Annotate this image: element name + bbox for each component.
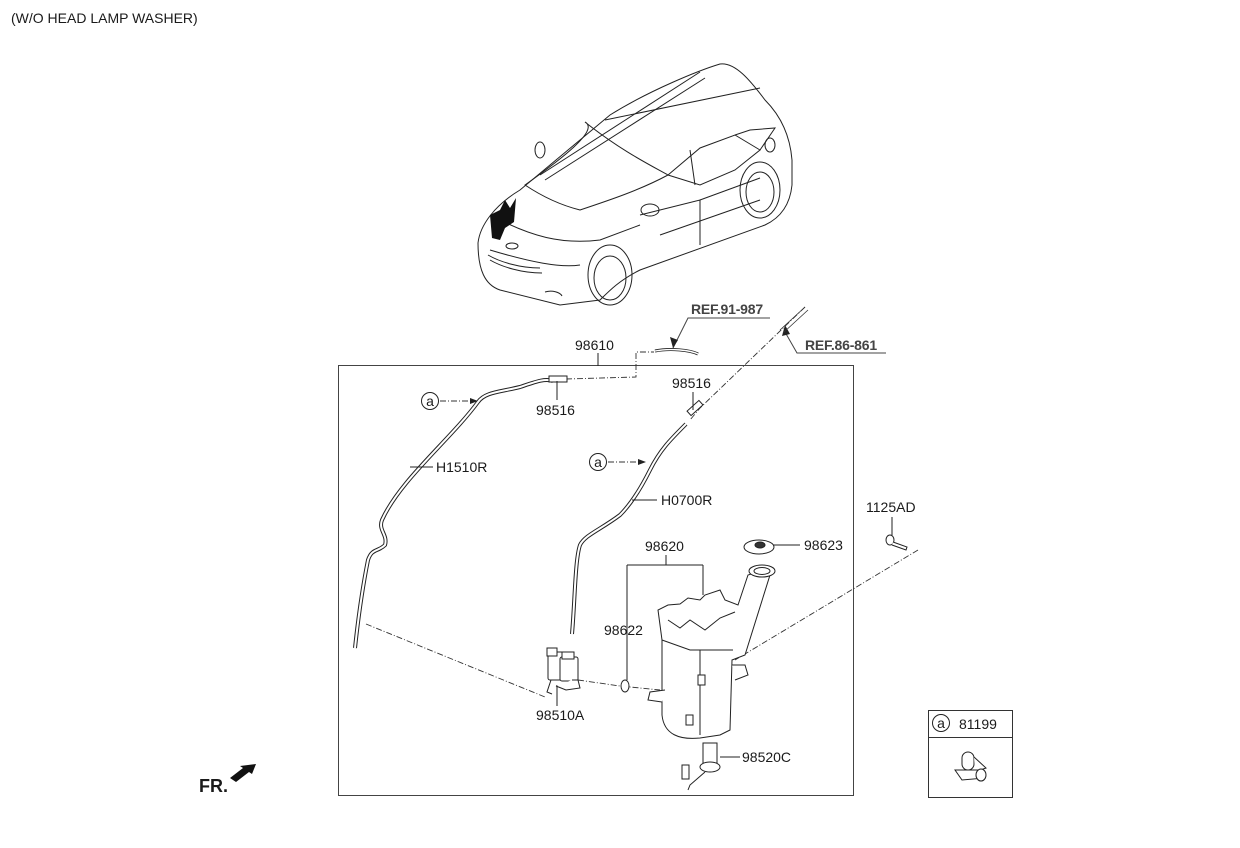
hose-route-98610 [565, 351, 654, 380]
hose-route-pump-left [365, 623, 546, 698]
part-label-98510a[interactable]: 98510A [536, 707, 585, 723]
callout-a-right[interactable]: a [589, 453, 607, 471]
part-label-h1510r[interactable]: H1510R [436, 459, 488, 475]
part-label-98610[interactable]: 98610 [575, 337, 614, 353]
washer-pump-drawing [546, 647, 581, 695]
vehicle-reservoir-highlight [490, 198, 516, 240]
clip-icon [954, 751, 987, 782]
reservoir-cap-drawing [743, 539, 775, 555]
legend-marker: a [932, 714, 950, 732]
part-label-98620[interactable]: 98620 [645, 538, 684, 554]
diagram-title: (W/O HEAD LAMP WASHER) [11, 10, 198, 26]
front-orientation-label: FR. [199, 776, 228, 796]
front-arrow-icon [230, 764, 256, 782]
legend-box: a 81199 [928, 710, 1013, 798]
bolt-route [734, 549, 919, 661]
part-label-98516-right[interactable]: 98516 [672, 375, 711, 391]
bolt-drawing [885, 534, 908, 551]
legend-part-number[interactable]: 81199 [959, 716, 997, 732]
nozzle-connector-left [548, 375, 568, 383]
parts-frame [338, 365, 854, 796]
ref-label-86-861[interactable]: REF.86-861 [805, 337, 877, 353]
ref-label-91-987[interactable]: REF.91-987 [691, 301, 763, 317]
label-leaders [410, 353, 893, 758]
part-label-98622[interactable]: 98622 [604, 622, 643, 638]
part-label-98623[interactable]: 98623 [804, 537, 843, 553]
part-label-98520c[interactable]: 98520C [742, 749, 792, 765]
legend-header: a 81199 [929, 711, 1012, 738]
part-label-1125ad[interactable]: 1125AD [866, 499, 916, 515]
callout-a-left[interactable]: a [421, 392, 439, 410]
washer-reservoir-drawing [647, 564, 776, 739]
level-sensor-drawing [681, 742, 721, 791]
hose-route-diagonal [689, 306, 806, 421]
vehicle-illustration [477, 63, 793, 306]
part-label-98516-left[interactable]: 98516 [536, 402, 575, 418]
hose-route-pump-reservoir [577, 679, 661, 691]
grommet-drawing [620, 679, 630, 693]
part-label-h0700r[interactable]: H0700R [661, 492, 713, 508]
hose-h0700r [570, 422, 688, 635]
reference-leaders [672, 317, 886, 354]
ref-91-987-arrow [670, 337, 678, 348]
